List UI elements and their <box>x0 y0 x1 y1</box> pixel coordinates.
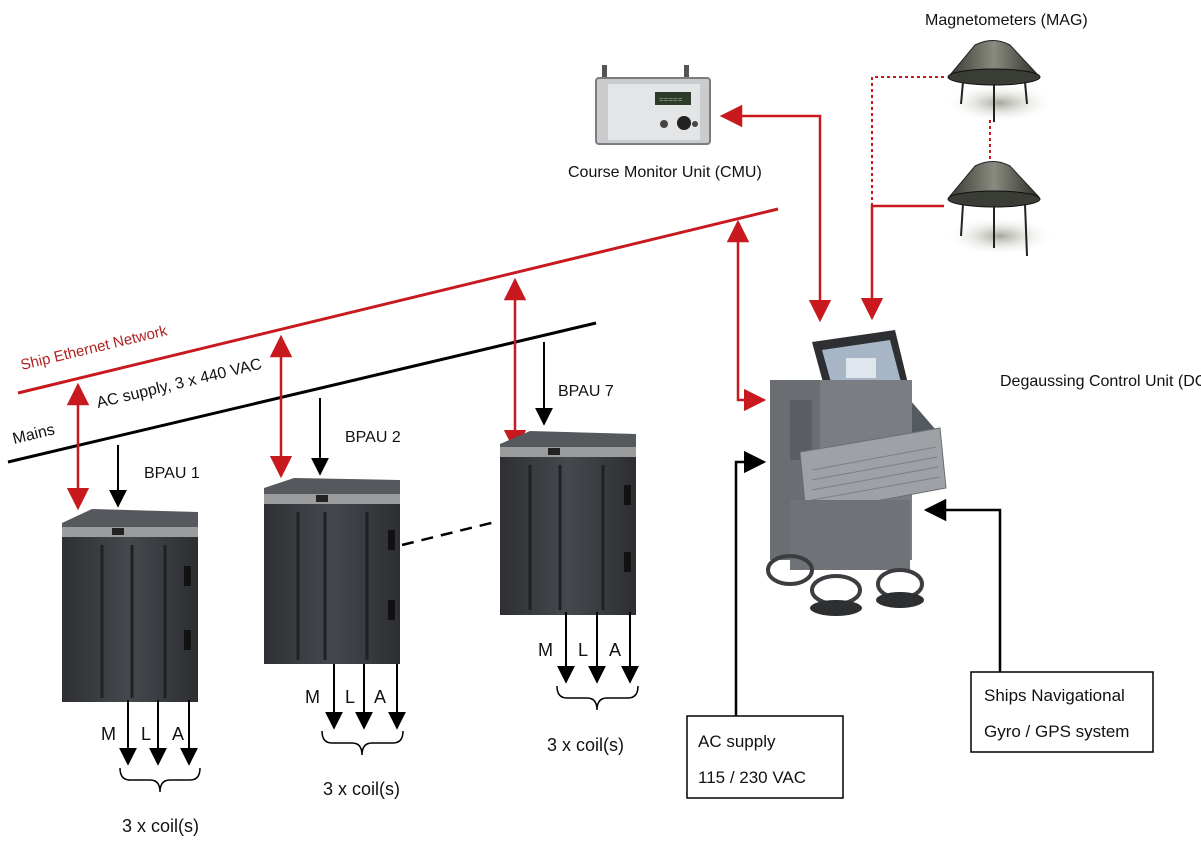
bpau7-output-a-label: A <box>609 640 621 660</box>
bpau7-output-m-label: M <box>538 640 553 660</box>
bpau2-output-a-label: A <box>374 687 386 707</box>
ac-supply-dcu-arrow <box>734 450 767 716</box>
svg-text:=====: ===== <box>659 95 683 104</box>
bpau1-output-l-label: L <box>141 724 151 744</box>
magnetometers-label: Magnetometers (MAG) <box>925 12 1088 29</box>
bpau1-cabinet <box>62 509 198 702</box>
bpau-7: BPAU 7 M L A 3 x coil(s) <box>500 277 639 755</box>
cmu-label: Course Monitor Unit (CMU) <box>568 164 762 181</box>
bpau7-cabinet <box>500 431 636 615</box>
mag-to-dcu-link <box>860 204 944 321</box>
mag-dotted-link-to-bus <box>871 76 944 210</box>
cmu-dcu-link <box>719 104 832 323</box>
cmu-device: ===== <box>595 65 711 145</box>
mains-label: Mains <box>11 421 56 447</box>
dcu-label: Degaussing Control Unit (DCU) <box>1000 373 1201 390</box>
ac-supply-box <box>686 715 844 799</box>
bpau-series-continuation <box>401 519 500 547</box>
network-label: Ship Ethernet Network <box>19 322 169 374</box>
bpau2-cabinet <box>264 478 400 664</box>
nav-dcu-arrow <box>923 498 1002 672</box>
nav-system-box-line2: Gyro / GPS system <box>984 722 1129 741</box>
ac-supply-box-line1: AC supply <box>698 732 776 751</box>
bpau2-coils-label: 3 x coil(s) <box>323 779 400 799</box>
bpau2-output-l-label: L <box>345 687 355 707</box>
ac-supply-box-line2: 115 / 230 VAC <box>698 768 806 787</box>
nav-system-box-line1: Ships Navigational <box>984 686 1125 705</box>
bpau7-coil-brace <box>556 685 639 711</box>
ethernet-network-line <box>17 207 779 395</box>
ac-supply-mains-label: AC supply, 3 x 440 VAC <box>95 356 264 412</box>
bpau1-coil-brace <box>119 767 201 793</box>
bpau7-coils-label: 3 x coil(s) <box>547 735 624 755</box>
mains-line <box>7 321 597 464</box>
magnetometer-1 <box>945 40 1055 123</box>
network-dcu-link <box>726 219 767 412</box>
bpau2-coil-brace <box>321 730 404 756</box>
bpau1-label: BPAU 1 <box>144 465 200 482</box>
bpau2-output-m-label: M <box>305 687 320 707</box>
nav-system-box <box>970 671 1154 753</box>
bpau1-output-m-label: M <box>101 724 116 744</box>
magnetometer-2 <box>945 161 1055 257</box>
bpau-1: BPAU 1 M L A 3 x coil(s) <box>62 382 201 836</box>
dcu-device <box>766 330 947 616</box>
bpau7-label: BPAU 7 <box>558 383 614 400</box>
bpau2-label: BPAU 2 <box>345 429 401 446</box>
bpau7-output-l-label: L <box>578 640 588 660</box>
bpau1-coils-label: 3 x coil(s) <box>122 816 199 836</box>
bpau1-output-a-label: A <box>172 724 184 744</box>
bpau-2: BPAU 2 M L A 3 x coil(s) <box>264 334 406 799</box>
